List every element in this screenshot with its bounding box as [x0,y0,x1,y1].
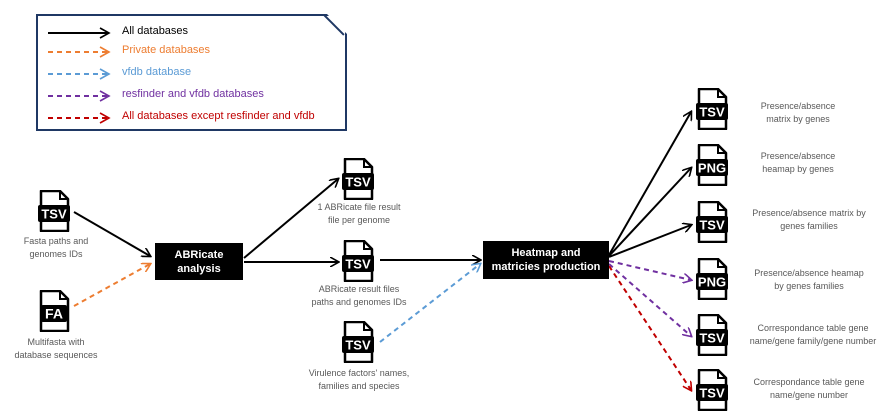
document-icon: PNG [696,143,728,187]
abricate-analysis-box: ABRicate analysis [155,243,243,280]
arrow-abricate-to-per-genome [243,179,338,259]
virulence-file-icon: TSV [341,320,375,364]
output-label-4: Presence/absence heamap by genes familie… [754,268,864,291]
file-tag-text: TSV [345,338,371,353]
file-tag-band [342,173,374,190]
document-icon: FA [39,289,70,333]
output-file-icon-1: TSV [695,87,729,131]
document-icon: TSV [696,200,728,244]
legend-item-private: Private databases [48,43,343,61]
file-tag-band [696,103,728,120]
file-tag-band [696,384,728,401]
per-genome-file-icon: TSV [341,157,375,201]
legend-arrow-icon [48,27,111,39]
per-genome-label: 1 ABRicate file result file per genome [317,202,401,225]
file-tag-text: PNG [698,275,726,290]
legend-label: Private databases [122,44,211,56]
multifasta-file-icon: FA [37,289,71,333]
output-file-icon-4: PNG [695,257,729,301]
document-icon: TSV [696,87,728,131]
result-paths-label: ABRicate result files paths and genomes … [311,284,407,307]
file-tag-band [696,329,728,346]
file-tag-band [41,305,67,322]
output-label-5: Correspondance table gene name/gene fami… [749,323,877,346]
legend-label: resfinder and vfdb databases [122,88,264,100]
legend-arrow-icon [48,90,111,102]
output-file-icon-5: TSV [695,313,729,357]
file-tag-band [696,159,728,176]
output-file-icon-3: TSV [695,200,729,244]
legend-arrow-icon [48,68,111,80]
legend-label: vfdb database [122,66,192,78]
legend-item-vfdb: vfdb database [48,65,343,83]
document-icon: TSV [696,313,728,357]
file-tag-text: PNG [698,161,726,176]
file-tag-band [696,216,728,233]
document-icon: TSV [38,189,70,233]
legend-arrow-icon [48,46,111,58]
fasta-paths-label: Fasta paths and genomes IDs [23,236,89,259]
result-paths-file-icon: TSV [341,239,375,283]
multifasta-label: Multifasta with database sequences [14,337,98,360]
file-tag-band [342,255,374,272]
file-tag-text: TSV [699,218,725,233]
output-label-1: Presence/absence matrix by genes [760,101,836,124]
arrow-heatmap-to-output-3 [608,225,691,258]
arrow-multifasta-to-abricate [73,264,150,307]
output-file-icon-6: TSV [695,368,729,412]
document-icon: TSV [342,320,374,364]
arrow-heatmap-to-output-4 [608,260,691,280]
legend-item-resfinder-vfdb: resfinder and vfdb databases [48,87,343,105]
file-tag-band [696,273,728,290]
legend-label: All databases except resfinder and vfdb [122,110,315,122]
file-tag-band [342,336,374,353]
file-tag-text: TSV [699,386,725,401]
legend-corner [327,14,347,34]
arrow-heatmap-to-output-6 [608,265,691,390]
output-label-6: Correspondance table gene name/gene numb… [753,377,865,400]
output-label-3: Presence/absence matrix by genes familie… [752,208,866,231]
output-label-2: Presence/absence heamap by genes [760,151,836,174]
legend-item-except: All databases except resfinder and vfdb [48,109,343,127]
virulence-label: Virulence factors' names, families and s… [308,368,410,391]
arrow-fasta-to-abricate [73,211,150,256]
fasta-paths-file-icon: TSV [37,189,71,233]
arrow-virulence-to-heatmap [379,264,480,343]
document-icon: TSV [342,157,374,201]
arrow-heatmap-to-output-5 [608,263,691,336]
document-icon: TSV [342,239,374,283]
heatmap-production-box: Heatmap and matricies production [483,241,609,279]
file-tag-band [38,205,70,222]
legend-label: All databases [122,25,189,37]
output-file-icon-2: PNG [695,143,729,187]
arrow-heatmap-to-output-2 [608,168,691,257]
legend-arrow-icon [48,112,111,124]
document-icon: PNG [696,257,728,301]
file-tag-text: FA [45,306,63,322]
legend: All databases Private databases vfdb dat… [36,14,347,131]
legend-item-all: All databases [48,24,343,42]
file-tag-text: TSV [345,175,371,190]
file-tag-text: TSV [699,105,725,120]
file-tag-text: TSV [699,331,725,346]
document-icon: TSV [696,368,728,412]
file-tag-text: TSV [41,207,67,222]
file-tag-text: TSV [345,257,371,272]
arrow-heatmap-to-output-1 [608,112,691,256]
